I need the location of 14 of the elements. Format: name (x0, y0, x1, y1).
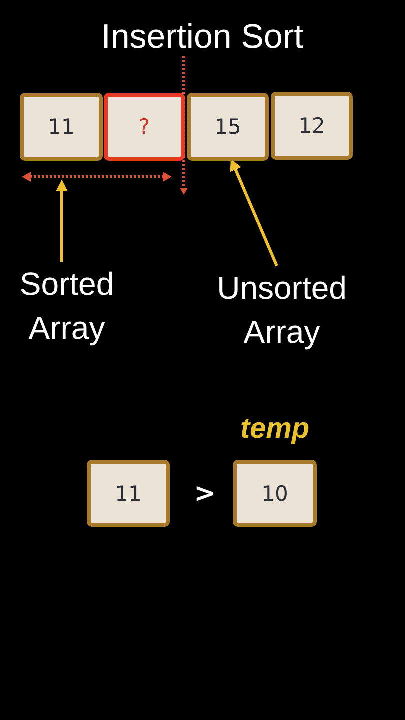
region-label: Unsorted Array (207, 266, 357, 354)
value-box: 10 (233, 460, 317, 527)
array-cell: ? (104, 93, 185, 161)
comparison-operator: > (193, 478, 217, 511)
arrow (230, 158, 278, 267)
value-box: 11 (87, 460, 170, 527)
arrow (56, 180, 68, 262)
title: Insertion Sort (100, 17, 305, 58)
array-cell: 11 (20, 93, 103, 161)
array-cell: 15 (187, 93, 269, 161)
array-cell: 12 (271, 92, 353, 160)
region-label: Sorted Array (12, 262, 122, 350)
dimension-line (22, 172, 172, 182)
variable-name: temp (239, 412, 311, 446)
